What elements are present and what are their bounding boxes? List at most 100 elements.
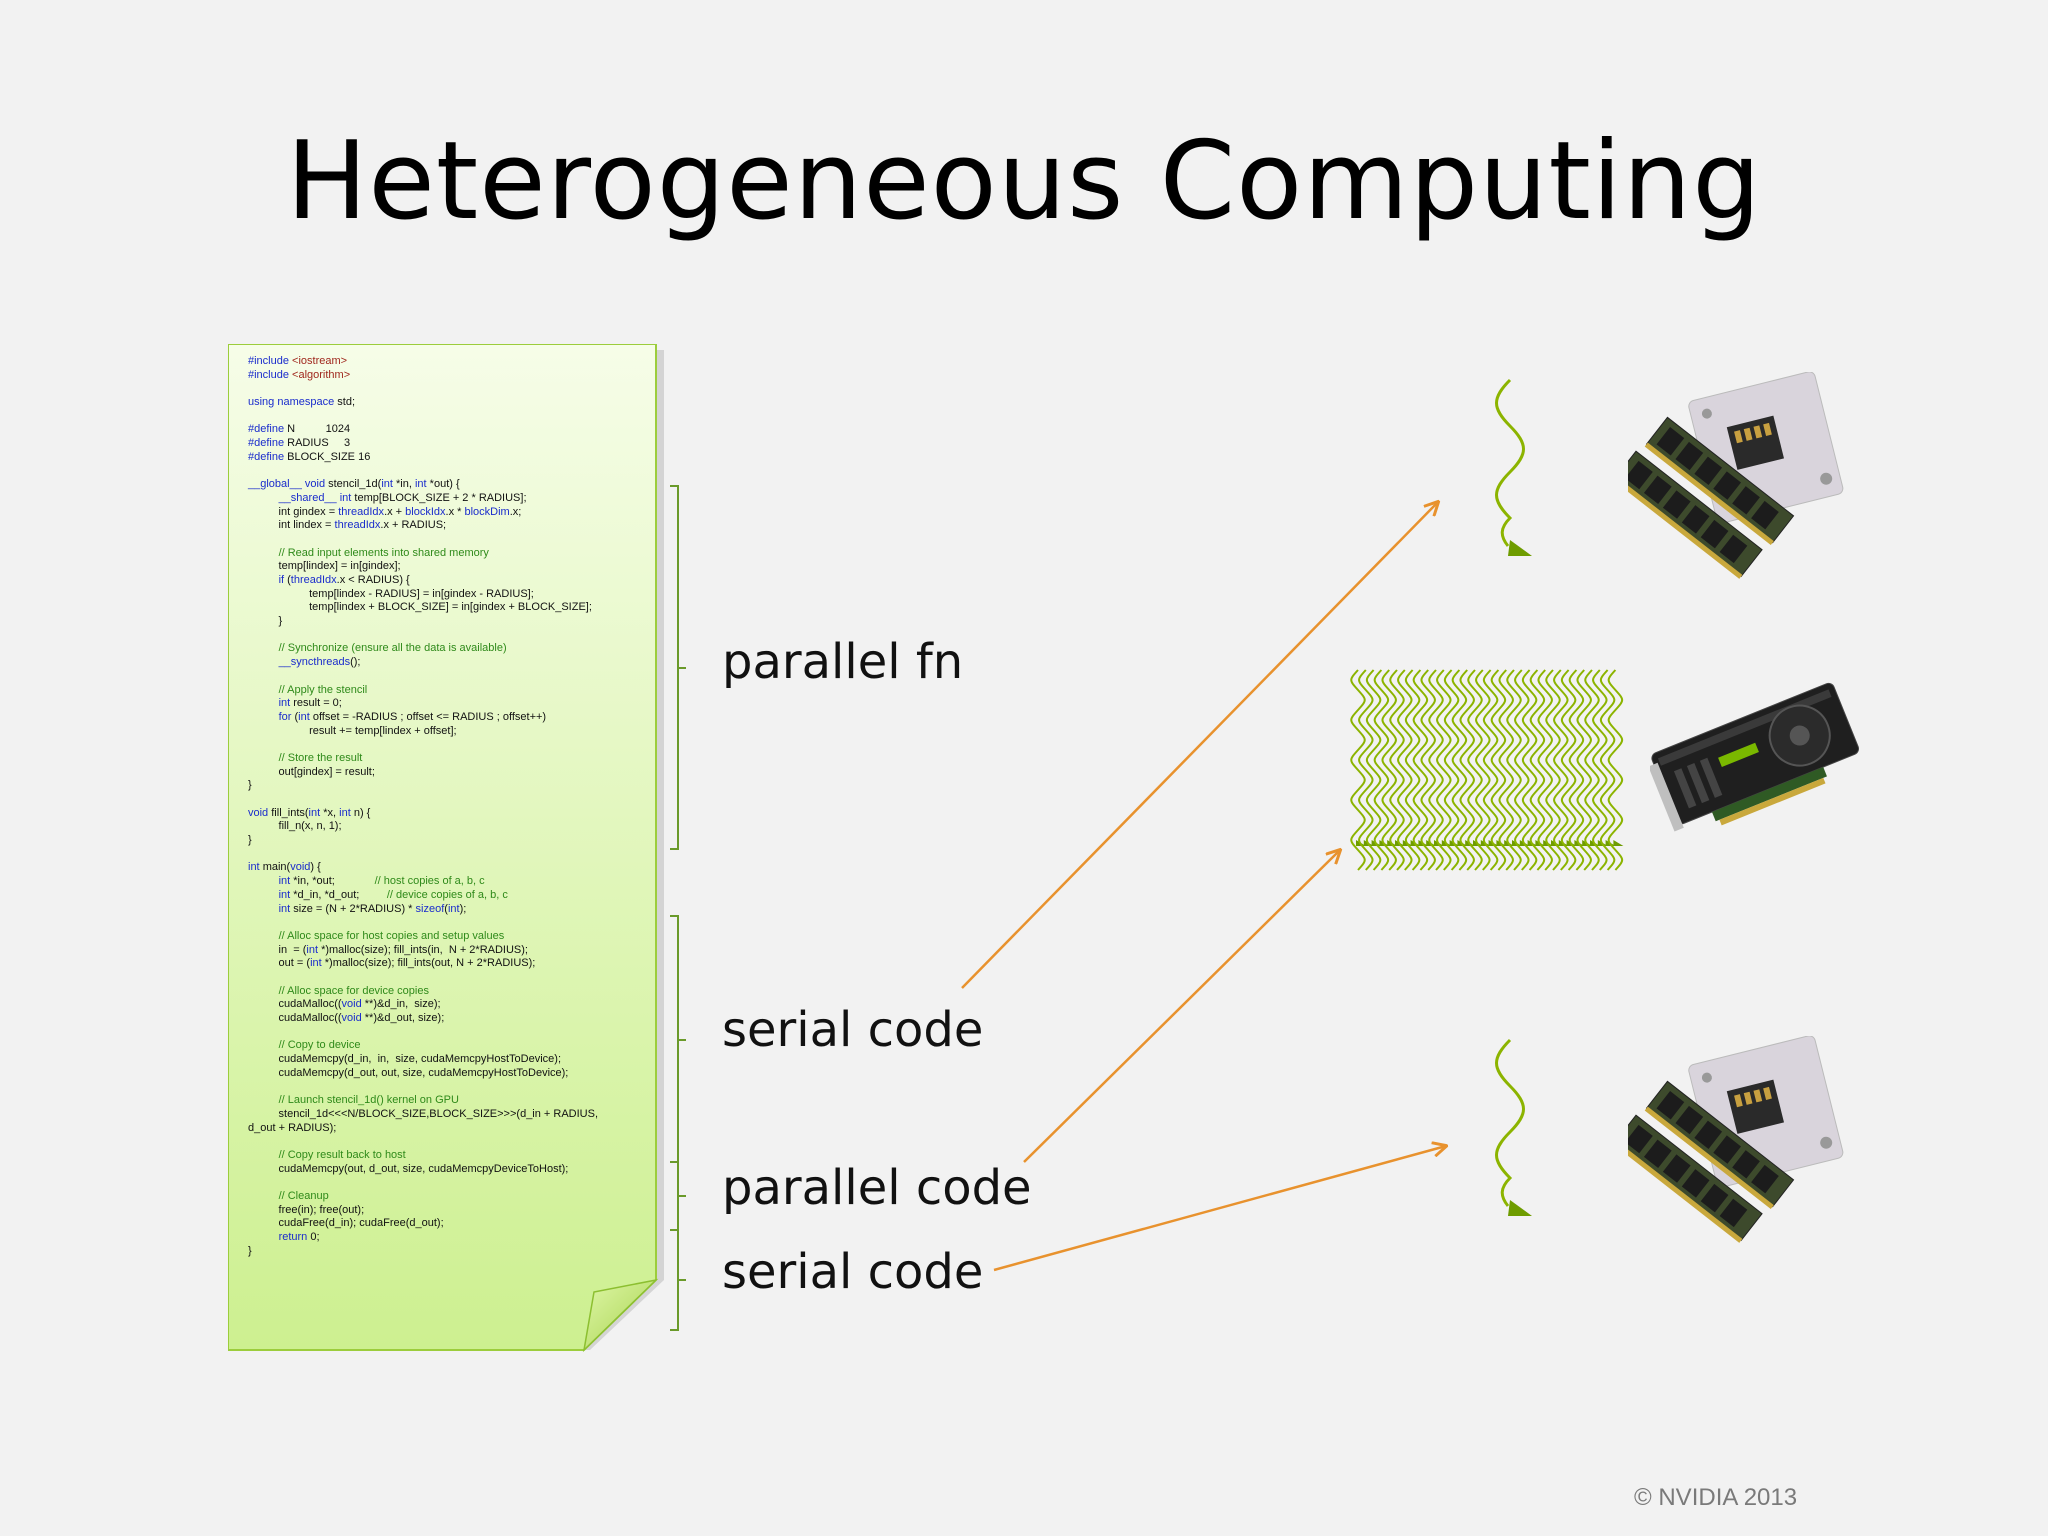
code-token: size = (N + 2*RADIUS) *	[293, 902, 416, 915]
thread-wave	[1420, 669, 1436, 871]
arrow-parallel-to-gpu	[1023, 850, 1340, 1163]
code-line: // Store the result	[248, 752, 598, 766]
thread-wave	[1381, 669, 1397, 871]
code-token: __shared__ int	[278, 491, 355, 504]
code-line: // Launch stencil_1d() kernel on GPU	[248, 1094, 598, 1108]
code-line: result += temp[lindex + offset];	[248, 725, 598, 739]
code-token: );	[459, 902, 467, 915]
code-token: blockDim	[464, 505, 510, 518]
code-token: int gindex =	[248, 505, 339, 518]
code-token: cudaMalloc((	[248, 1012, 342, 1024]
thread-wave	[1404, 669, 1421, 871]
code-line: int main(void) {	[248, 861, 598, 875]
code-token: // Copy result back to host	[278, 1148, 406, 1161]
code-token: cudaMemcpy(d_out, out, size, cudaMemcpyH…	[248, 1066, 569, 1079]
code-token: }	[248, 1244, 252, 1257]
code-token: .x < RADIUS) {	[336, 574, 410, 586]
code-line: fill_n(x, n, 1);	[248, 820, 598, 834]
thread-wave	[1397, 669, 1413, 871]
thread-wave	[1599, 669, 1616, 871]
code-token: if	[278, 574, 288, 586]
thread-wave	[1568, 669, 1585, 871]
code-token: stencil_1d<<<N/BLOCK_SIZE,BLOCK_SIZE>>>(…	[248, 1107, 599, 1120]
code-token: out = (	[248, 957, 311, 970]
code-line: __shared__ int temp[BLOCK_SIZE + 2 * RAD…	[248, 492, 598, 506]
cpu-with-memory-icon	[1628, 372, 1844, 579]
code-token: __syncthreads	[278, 656, 351, 669]
code-token: // Synchronize (ensure all the data is a…	[278, 642, 507, 655]
label-serial-code-1: serial code	[722, 1002, 984, 1058]
code-token: cudaMalloc((	[248, 998, 342, 1011]
code-token: <algorithm>	[292, 368, 351, 381]
code-token: return	[278, 1231, 311, 1243]
code-token: cudaFree(d_in); cudaFree(d_out);	[248, 1217, 444, 1230]
bracket-serial-code-1	[670, 915, 686, 1163]
code-token: result += temp[lindex + offset];	[248, 724, 457, 737]
code-token: *d_in, *d_out;	[293, 888, 387, 901]
code-line: int *d_in, *d_out; // device copies of a…	[248, 889, 598, 903]
thread-wave	[1537, 669, 1553, 871]
code-line: #define RADIUS 3	[248, 437, 598, 451]
cuda-source-code: #include <iostream>#include <algorithm> …	[248, 355, 598, 1258]
code-token: int	[310, 957, 325, 970]
code-token: 0;	[310, 1231, 320, 1243]
code-line: cudaMemcpy(d_out, out, size, cudaMemcpyH…	[248, 1067, 598, 1081]
code-token: threadIdx	[334, 519, 381, 532]
code-token: // Apply the stencil	[278, 683, 368, 696]
code-token: *out) {	[429, 478, 460, 491]
code-token: }	[248, 834, 252, 847]
code-line: #include <iostream>	[248, 355, 598, 369]
code-line: // Apply the stencil	[248, 684, 598, 698]
code-token: <iostream>	[292, 355, 348, 367]
code-token: // Read input elements into shared memor…	[278, 546, 489, 559]
code-token: n) {	[353, 806, 371, 819]
thread-wave	[1529, 669, 1546, 871]
code-token: #include	[248, 355, 293, 367]
code-token: *)malloc(size); fill_ints(out, N + 2*RAD…	[324, 957, 536, 970]
parallel-threads	[1350, 669, 1624, 871]
code-token: // Alloc space for host copies and setup…	[278, 929, 505, 942]
code-token: threadIdx	[338, 505, 385, 518]
code-line: }	[248, 615, 598, 629]
code-line: out[gindex] = result;	[248, 766, 598, 780]
code-line: int result = 0;	[248, 697, 598, 711]
thread-wave	[1365, 669, 1382, 871]
code-token: }	[248, 615, 283, 628]
code-line: int lindex = threadIdx.x + RADIUS;	[248, 519, 598, 533]
code-line: cudaFree(d_in); cudaFree(d_out);	[248, 1217, 598, 1231]
code-token: int	[447, 902, 460, 915]
slide-title: Heterogeneous Computing	[286, 119, 1762, 244]
code-token: // Alloc space for device copies	[278, 984, 429, 997]
code-line: in = (int *)malloc(size); fill_ints(in, …	[248, 944, 598, 958]
code-token: result = 0;	[293, 697, 342, 710]
thread-wave	[1443, 669, 1460, 871]
code-token: (	[444, 902, 448, 915]
serial-thread-top	[1495, 378, 1532, 556]
code-token: out[gindex] = result;	[248, 765, 375, 778]
code-token: *x,	[323, 806, 340, 819]
code-token: #define	[248, 437, 288, 450]
thread-wave	[1358, 669, 1374, 871]
code-token: __global__ void	[248, 478, 329, 491]
thread-wave	[1412, 669, 1429, 871]
thread-wave	[1459, 669, 1475, 871]
code-line: }	[248, 834, 598, 848]
code-token: stencil_1d(	[328, 478, 382, 491]
code-sheet-paper	[228, 344, 664, 1353]
code-token: // Cleanup	[278, 1189, 329, 1202]
code-line: d_out + RADIUS);	[248, 1122, 598, 1136]
code-token: void	[290, 861, 311, 874]
code-token: using namespace	[248, 396, 338, 409]
code-line: out = (int *)malloc(size); fill_ints(out…	[248, 957, 598, 971]
code-token: int	[248, 861, 263, 874]
bracket-parallel-code	[670, 1161, 686, 1231]
code-token: int lindex =	[248, 519, 335, 532]
code-token: .x;	[509, 505, 522, 518]
code-line: temp[lindex - RADIUS] = in[gindex - RADI…	[248, 588, 598, 602]
thread-wave	[1576, 669, 1592, 871]
bracket-parallel-fn	[670, 485, 686, 850]
code-token: int	[306, 943, 322, 956]
code-line: // Read input elements into shared memor…	[248, 547, 598, 561]
thread-wave	[1389, 669, 1405, 871]
code-token: .x +	[384, 505, 406, 518]
